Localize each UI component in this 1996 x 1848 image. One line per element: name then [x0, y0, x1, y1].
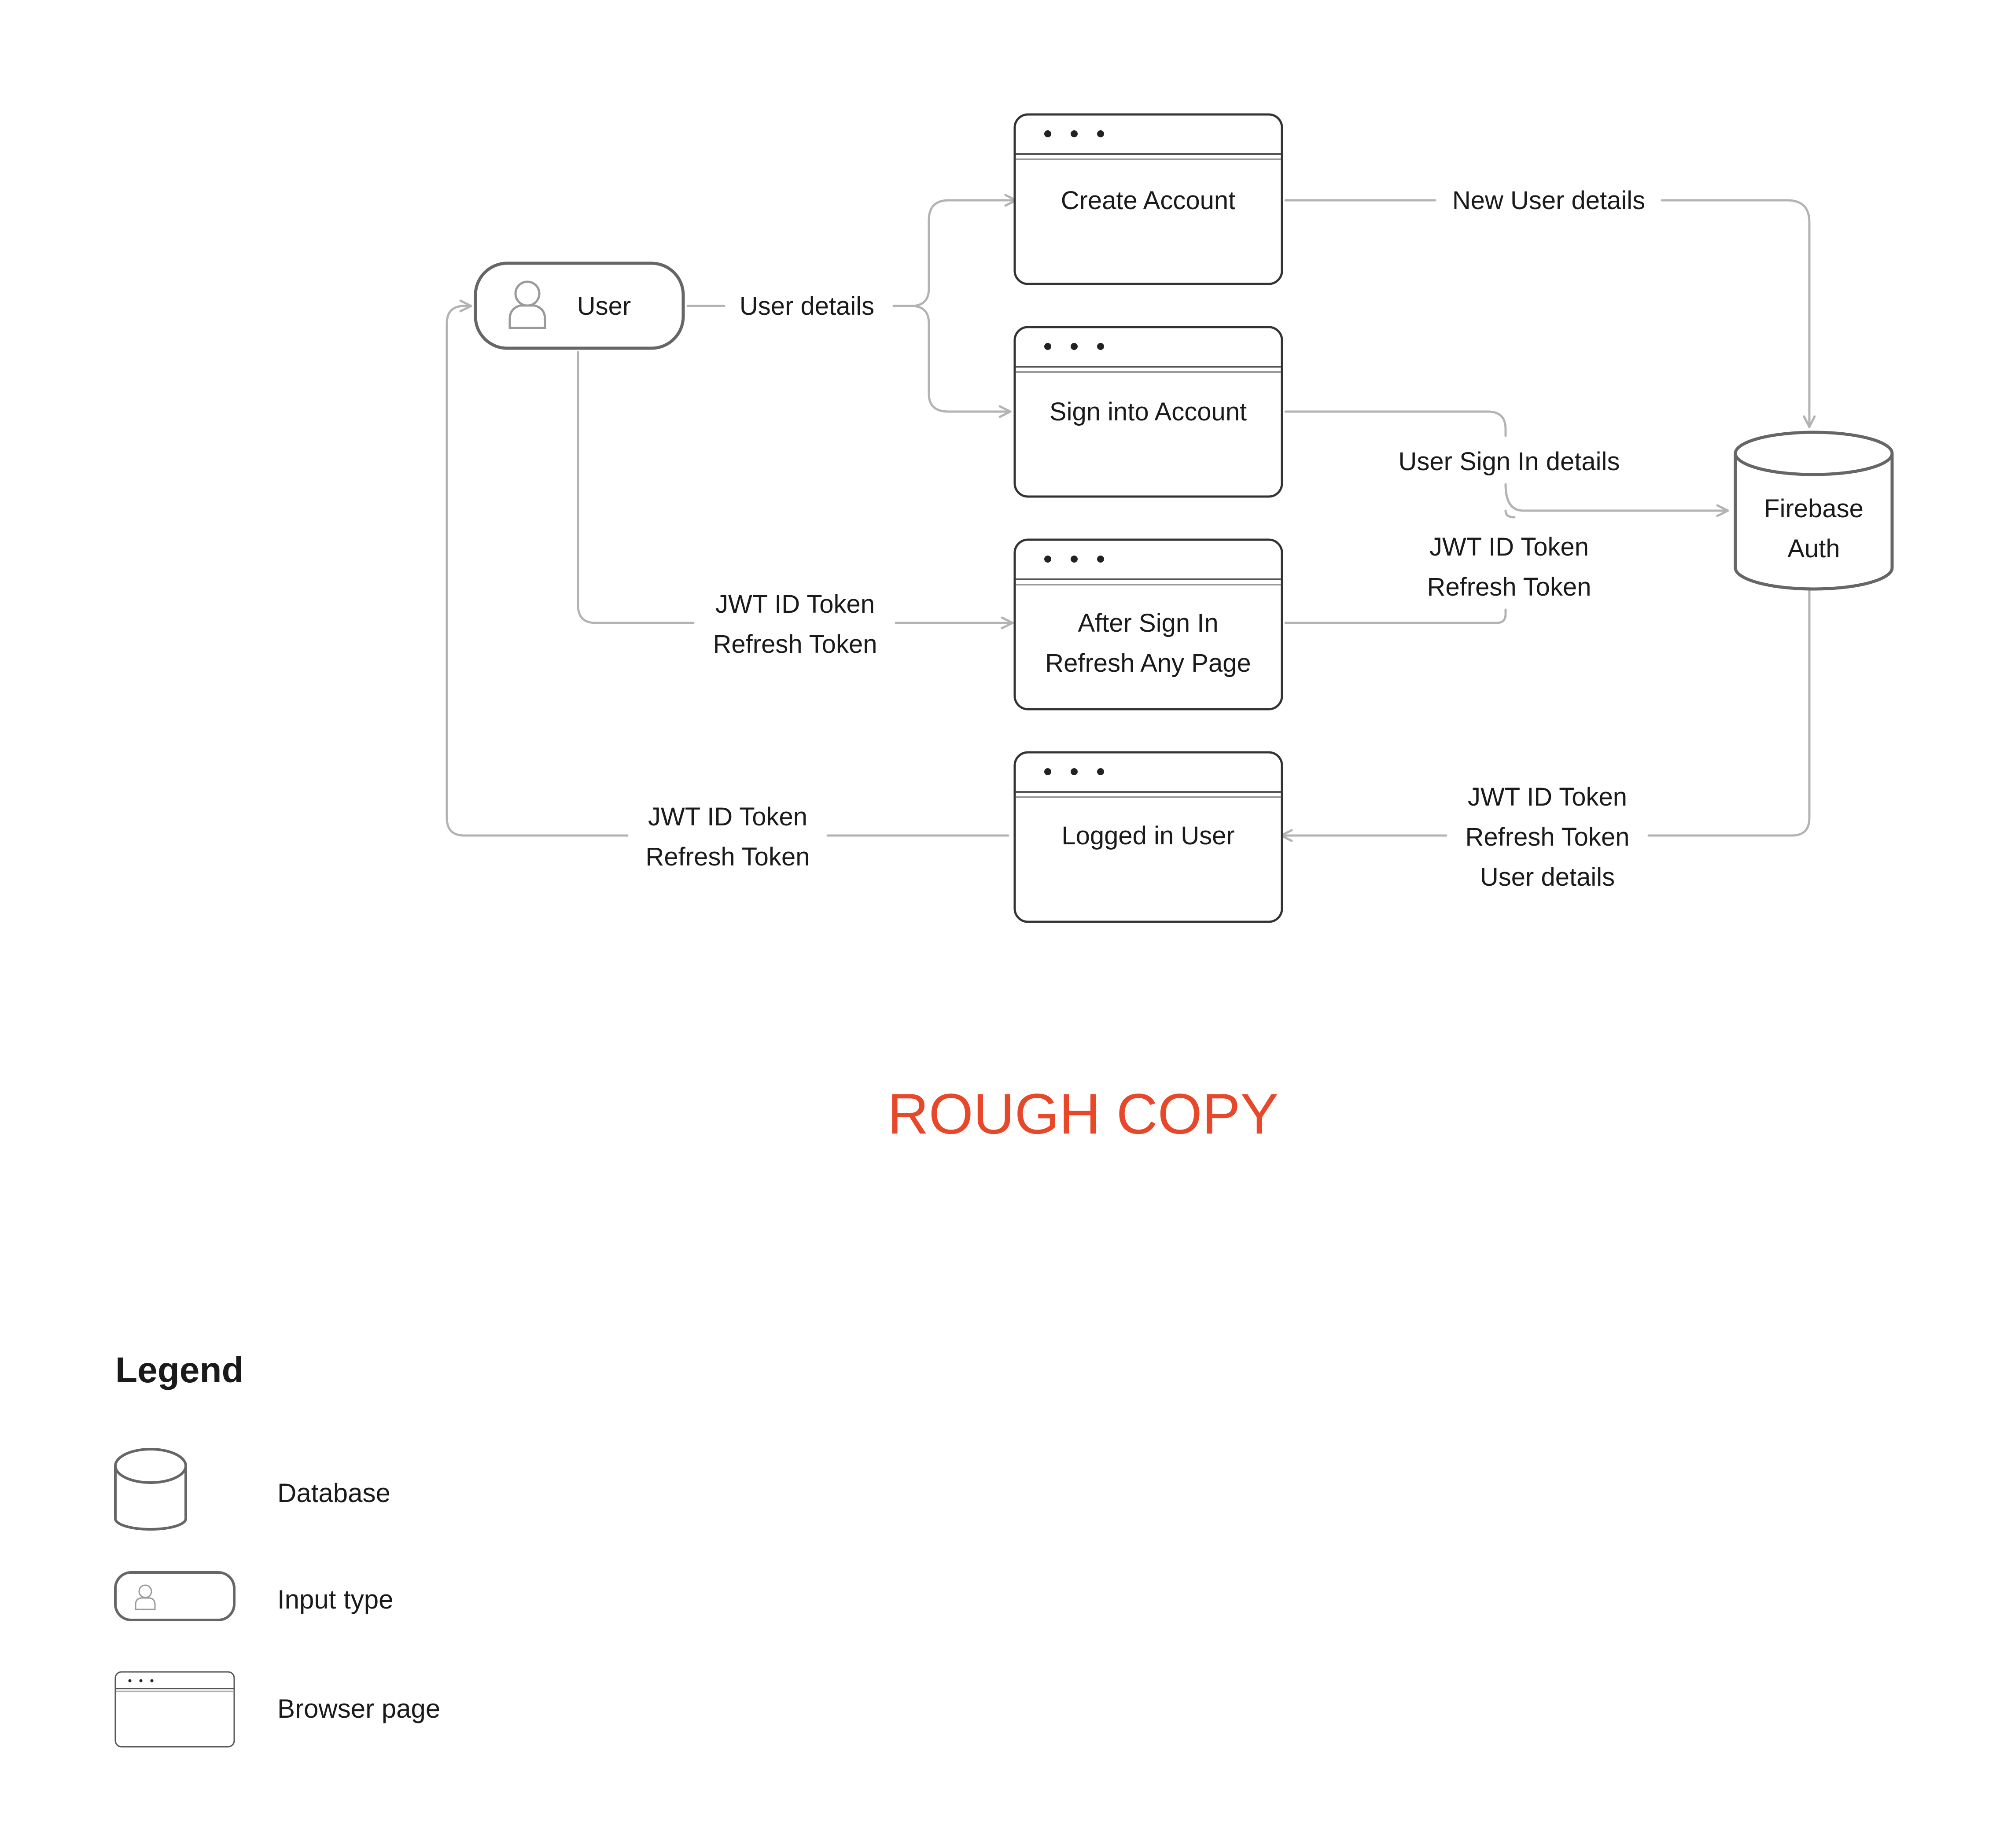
user-icon: [508, 280, 546, 329]
edge-after-signin-to-right-label: [1284, 608, 1507, 624]
logged-in-user-label: Logged in User: [1061, 821, 1234, 850]
sign-into-account-label: Sign into Account: [1050, 398, 1247, 426]
firebase-label-line1: Firebase: [1764, 494, 1863, 523]
edge-label-jwt-right: JWT ID Token: [1429, 533, 1589, 561]
browser-page-sign-into-account: Sign into Account: [1013, 326, 1283, 498]
edge-label-jwt-return: JWT ID Token: [648, 803, 807, 831]
edge-label-user-details-firebase: User details: [1480, 863, 1615, 891]
edge-firebase-down: [1647, 589, 1811, 837]
rough-copy-watermark: ROUGH COPY: [888, 1082, 1278, 1146]
edge-label-refresh-firebase: Refresh Token: [1466, 823, 1630, 851]
edge-label-jwt-left: JWT ID Token: [715, 590, 875, 618]
edge-firebase-jwt-stub: [1504, 509, 1516, 519]
edge-sign-in-to-label: [1284, 410, 1507, 437]
after-sign-in-label-line2: Refresh Any Page: [1045, 649, 1251, 677]
legend-label-browser-page: Browser page: [277, 1694, 440, 1723]
firebase-label-line2: Auth: [1787, 534, 1840, 563]
browser-page-logged-in-user: Logged in User: [1013, 751, 1283, 923]
browser-page-icon: [114, 1671, 235, 1748]
edge-label-refresh-right: Refresh Token: [1427, 573, 1591, 601]
edge-user-down: [577, 351, 695, 624]
edge-fork-to-sign-in: [910, 305, 1012, 418]
browser-page-create-account: Create Account: [1013, 113, 1283, 285]
edge-sign-in-label-to-firebase: [1504, 483, 1729, 517]
database-icon: [114, 1448, 187, 1531]
edge-label-new-user-details: New User details: [1452, 186, 1645, 215]
browser-page-after-sign-in: After Sign In Refresh Any Page: [1013, 538, 1283, 710]
edge-label-jwt-firebase: JWT ID Token: [1468, 783, 1627, 811]
legend-title: Legend: [115, 1350, 244, 1390]
edge-label-refresh-return: Refresh Token: [646, 843, 810, 871]
edge-label-to-user: [446, 299, 629, 837]
input-type-icon: [114, 1571, 236, 1621]
edge-label-user-details: User details: [740, 292, 874, 320]
edge-label-user-sign-in-details: User Sign In details: [1399, 447, 1620, 476]
edge-label-refresh-left: Refresh Token: [713, 630, 877, 659]
after-sign-in-label-line1: After Sign In: [1078, 609, 1218, 637]
edge-label-to-firebase: [1661, 199, 1816, 428]
user-node: User: [474, 261, 685, 350]
edge-label-to-fork: [892, 194, 1017, 307]
firebase-auth-database: Firebase Auth: [1734, 431, 1894, 591]
user-node-label: User: [577, 292, 631, 320]
legend-label-input-type: Input type: [277, 1585, 394, 1614]
create-account-label: Create Account: [1061, 186, 1236, 215]
legend-label-database: Database: [277, 1478, 390, 1508]
